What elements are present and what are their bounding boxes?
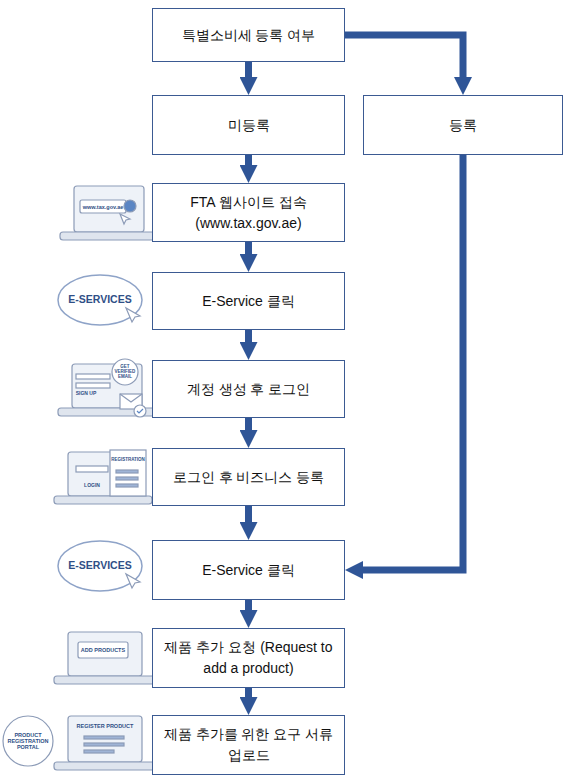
laptop-icon (54, 450, 152, 504)
flow-arrow (245, 688, 252, 705)
flow-arrow (245, 330, 252, 350)
box-text: 제품 추가 요청 (Request to add a product) (159, 637, 338, 679)
flow-arrow (245, 506, 252, 530)
process-box: 로그인 후 비즈니스 등록 (152, 448, 345, 506)
icon-label: PRODUCT REGISTRATION PORTAL (7, 732, 49, 750)
icon-label: E-SERVICES (60, 294, 140, 306)
flow-arrow (345, 35, 463, 85)
process-box: 제품 추가 요청 (Request to add a product) (152, 628, 345, 688)
icon-label: LOGIN (77, 483, 107, 489)
box-text: FTA 웹사이트 접속 (www.tax.gov.ae) (159, 192, 338, 234)
process-box: 미등록 (152, 95, 345, 155)
box-text: 계정 생성 후 로그인 (187, 379, 311, 400)
box-text: E-Service 클릭 (202, 291, 295, 312)
icon-label: ADD PRODUCTS (79, 647, 127, 653)
box-text: 미등록 (228, 115, 270, 136)
process-box: FTA 웹사이트 접속 (www.tax.gov.ae) (152, 183, 345, 242)
icon-label: REGISTER PRODUCT (75, 723, 135, 729)
icon-label: E-SERVICES (60, 560, 140, 572)
box-text: 제품 추가를 위한 요구 서류 업로드 (159, 724, 338, 766)
flow-arrow (245, 600, 252, 618)
flow-arrow (245, 242, 252, 262)
process-box: E-Service 클릭 (152, 540, 345, 600)
flow-arrow (245, 418, 252, 438)
flow-arrow (355, 155, 463, 570)
e-services-badge (58, 275, 142, 325)
box-text: 등록 (449, 115, 477, 136)
box-text: E-Service 클릭 (202, 560, 295, 581)
box-text: 특별소비세 등록 여부 (182, 25, 316, 46)
process-box: 특별소비세 등록 여부 (152, 8, 345, 62)
laptop-icon (60, 186, 158, 240)
e-services-badge (58, 541, 142, 591)
icon-label: REGISTRATION (111, 458, 145, 463)
icon-label: www.tax.gov.ae (81, 204, 125, 210)
flow-arrow (245, 62, 252, 85)
laptop-icon (58, 359, 156, 417)
box-text: 로그인 후 비즈니스 등록 (173, 467, 325, 488)
laptop-icon (3, 716, 156, 770)
laptop-icon (54, 632, 156, 684)
flow-arrow (245, 155, 252, 173)
process-box: E-Service 클릭 (152, 272, 345, 330)
icon-label: SIGN UP (71, 391, 101, 397)
process-box: 제품 추가를 위한 요구 서류 업로드 (152, 715, 345, 775)
icon-label: GET VERIFIED EMAIL (114, 365, 136, 380)
process-box: 계정 생성 후 로그인 (152, 360, 345, 418)
process-box: 등록 (363, 95, 563, 155)
